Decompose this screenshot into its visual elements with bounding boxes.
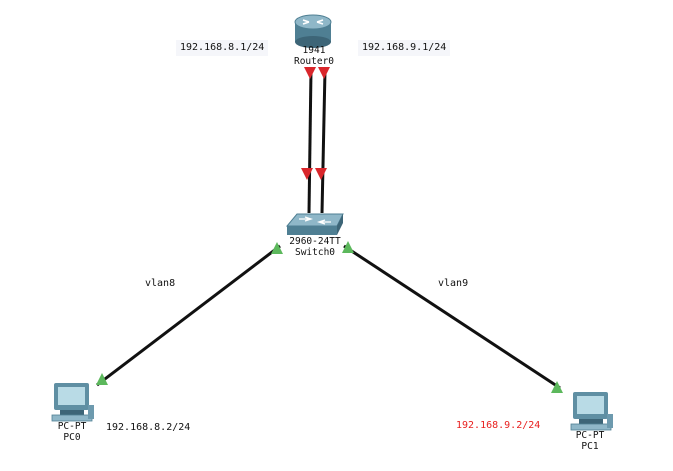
pc-icon[interactable] xyxy=(570,392,613,431)
vlan-label-right: vlan9 xyxy=(438,278,469,289)
pc1-label: PC-PT PC1 xyxy=(568,430,612,452)
switch-model: 2960-24TT xyxy=(289,236,341,247)
status-up-indicator xyxy=(96,373,108,385)
switch-icon[interactable] xyxy=(285,213,344,235)
pc1-name: PC1 xyxy=(581,441,599,452)
router-icon[interactable] xyxy=(294,14,332,48)
pc0-label: PC-PT PC0 xyxy=(50,421,94,443)
link-router-switch-a[interactable] xyxy=(307,69,313,214)
router-if-right-ip: 192.168.9.1/24 xyxy=(358,40,451,56)
switch-name: Switch0 xyxy=(294,247,336,258)
router-if-left-ip: 192.168.8.1/24 xyxy=(176,40,269,56)
pc1-model: PC-PT xyxy=(575,430,605,441)
pc0-model: PC-PT xyxy=(57,421,87,432)
pc0-name: PC0 xyxy=(63,432,81,443)
link-router-switch-b[interactable] xyxy=(320,69,327,214)
router-name: Router0 xyxy=(293,56,335,67)
router-label: 1941 Router0 xyxy=(290,45,338,67)
status-down-indicator xyxy=(318,67,330,79)
switch-label: 2960-24TT Switch0 xyxy=(284,236,346,258)
pc1-ip: 192.168.9.2/24 xyxy=(456,420,541,431)
status-up-indicator xyxy=(271,242,283,254)
status-down-indicator xyxy=(304,67,316,79)
vlan-label-left: vlan8 xyxy=(145,278,176,289)
status-down-indicator xyxy=(301,168,313,180)
router-model: 1941 xyxy=(302,45,326,56)
link-switch-pc0[interactable] xyxy=(96,244,281,387)
status-down-indicator xyxy=(315,168,327,180)
pc0-ip: 192.168.8.2/24 xyxy=(106,422,191,433)
status-up-indicator xyxy=(551,381,563,393)
status-up-indicator xyxy=(342,241,354,253)
pc-icon[interactable] xyxy=(51,383,94,422)
link-switch-pc1[interactable] xyxy=(343,244,561,390)
